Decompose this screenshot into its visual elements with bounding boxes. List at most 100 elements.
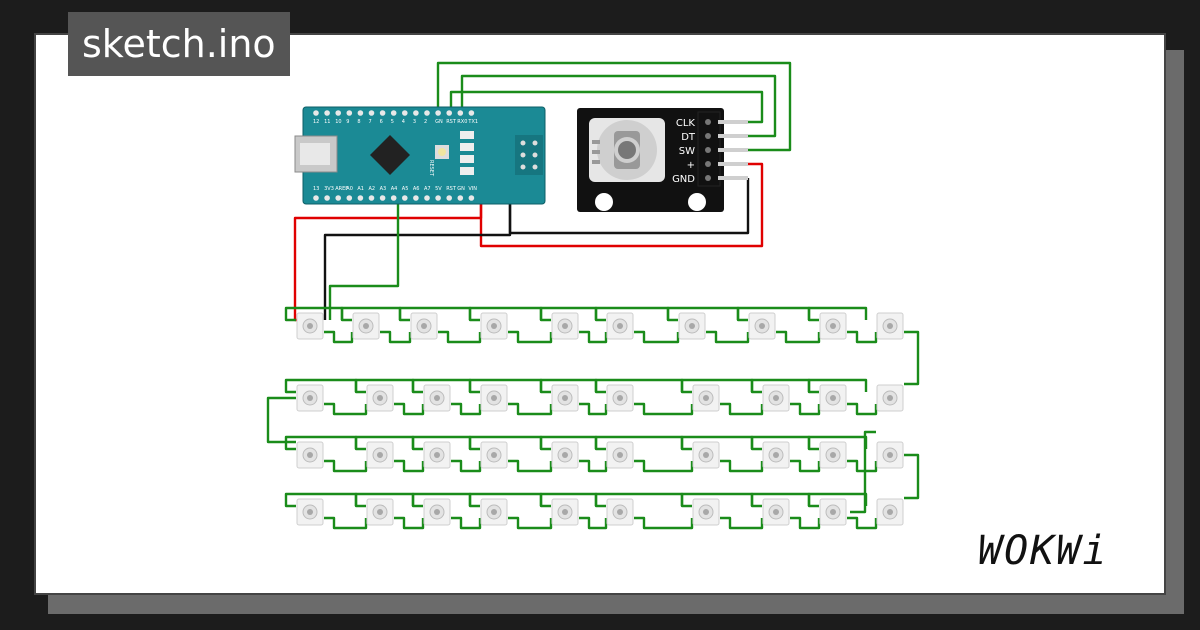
arduino-pin-3v3[interactable] <box>324 195 330 201</box>
arduino-pin-d2[interactable] <box>424 110 430 116</box>
wire-led-chain[interactable] <box>790 402 821 416</box>
neopixel-led[interactable] <box>748 312 776 340</box>
wire-sw[interactable] <box>436 61 792 152</box>
arduino-pin-a7[interactable] <box>424 195 430 201</box>
arduino-pin-d3[interactable] <box>413 110 419 116</box>
neopixel-led[interactable] <box>296 441 324 469</box>
wire-led-chain[interactable] <box>720 402 764 416</box>
wire-led-chain[interactable] <box>634 330 680 344</box>
arduino-pin-d7[interactable] <box>368 110 375 116</box>
neopixel-led[interactable] <box>296 312 324 340</box>
neopixel-led[interactable] <box>606 441 634 469</box>
wire-led-chain[interactable] <box>579 516 608 530</box>
neopixel-led[interactable] <box>876 312 904 340</box>
wire-led-chain[interactable] <box>508 459 553 473</box>
arduino-pin-gnd[interactable] <box>435 110 441 116</box>
encoder-pin-gnd[interactable] <box>718 176 748 180</box>
neopixel-led[interactable] <box>366 384 394 412</box>
neopixel-led[interactable] <box>410 312 438 340</box>
encoder-pin-dt[interactable] <box>718 134 748 138</box>
neopixel-led[interactable] <box>551 312 579 340</box>
neopixel-led[interactable] <box>692 384 720 412</box>
arduino-pin-5v[interactable] <box>435 195 441 201</box>
arduino-pin-d11[interactable] <box>324 110 330 116</box>
wire-led-chain[interactable] <box>706 330 750 344</box>
neopixel-led[interactable] <box>819 384 847 412</box>
neopixel-led[interactable] <box>480 498 508 526</box>
wire-led-chain[interactable] <box>579 402 608 416</box>
arduino-pin-rst[interactable] <box>446 110 453 116</box>
wire-led-chain[interactable] <box>451 516 482 530</box>
neopixel-led[interactable] <box>876 384 904 412</box>
arduino-pin-a2[interactable] <box>368 195 375 201</box>
neopixel-led[interactable] <box>678 312 706 340</box>
wire-led-chain[interactable] <box>451 459 482 473</box>
wire-led-chain[interactable] <box>380 330 412 344</box>
wire-led-chain[interactable] <box>634 516 694 530</box>
arduino-pin-d4[interactable] <box>402 110 408 116</box>
arduino-pin-rst[interactable] <box>446 195 453 201</box>
neopixel-led[interactable] <box>762 441 790 469</box>
arduino-pin-a1[interactable] <box>357 195 364 201</box>
neopixel-led[interactable] <box>480 384 508 412</box>
wire-led-chain[interactable] <box>790 459 821 473</box>
wire-led-chain[interactable] <box>324 402 368 416</box>
wire-led-chain[interactable] <box>720 459 764 473</box>
arduino-pin-d12[interactable] <box>313 110 319 116</box>
wire-led-chain[interactable] <box>807 378 868 394</box>
neopixel-led[interactable] <box>692 441 720 469</box>
encoder-pin-vcc[interactable] <box>718 162 748 166</box>
wire-led-gnd[interactable] <box>323 198 512 320</box>
neopixel-led[interactable] <box>551 498 579 526</box>
arduino-pin-a0[interactable] <box>346 195 353 201</box>
sketch-filename[interactable]: sketch.ino <box>68 12 290 76</box>
wire-led-chain[interactable] <box>438 330 482 344</box>
neopixel-led[interactable] <box>692 498 720 526</box>
wire-led-chain[interactable] <box>394 459 425 473</box>
arduino-pin-d9[interactable] <box>346 110 353 116</box>
neopixel-led[interactable] <box>819 498 847 526</box>
wire-led-chain[interactable] <box>579 330 608 344</box>
neopixel-led[interactable] <box>606 384 634 412</box>
arduino-pin-d6[interactable] <box>379 110 386 116</box>
arduino-pin-a3[interactable] <box>379 195 386 201</box>
wire-led-chain[interactable] <box>634 459 694 473</box>
wire-led-chain[interactable] <box>324 459 368 473</box>
wire-led-chain[interactable] <box>508 516 553 530</box>
wire-led-chain[interactable] <box>394 402 425 416</box>
neopixel-led[interactable] <box>366 441 394 469</box>
arduino-pin-rx0[interactable] <box>457 110 464 116</box>
encoder-pin-sw[interactable] <box>718 148 748 152</box>
wire-clk[interactable] <box>449 90 764 124</box>
arduino-pin-a6[interactable] <box>413 195 419 201</box>
wire-row-link[interactable] <box>850 430 876 514</box>
neopixel-led[interactable] <box>819 312 847 340</box>
wire-led-chain[interactable] <box>324 516 368 530</box>
neopixel-led[interactable] <box>480 441 508 469</box>
wire-led-chain[interactable] <box>790 516 821 530</box>
encoder-pin-clk[interactable] <box>718 120 748 124</box>
wire-led-chain[interactable] <box>720 516 764 530</box>
wire-led-chain[interactable] <box>776 330 821 344</box>
arduino-pin-d10[interactable] <box>335 110 342 116</box>
neopixel-led[interactable] <box>423 384 451 412</box>
wire-led-chain[interactable] <box>847 330 878 344</box>
neopixel-led[interactable] <box>423 498 451 526</box>
wire-led-chain[interactable] <box>807 306 868 322</box>
arduino-pin-d13[interactable] <box>313 195 319 201</box>
neopixel-led[interactable] <box>606 498 634 526</box>
wire-encoder-vcc[interactable] <box>479 162 764 248</box>
neopixel-led[interactable] <box>551 441 579 469</box>
arduino-pin-aref[interactable] <box>335 195 342 201</box>
neopixel-led[interactable] <box>606 312 634 340</box>
wire-led-chain[interactable] <box>508 330 553 344</box>
neopixel-led[interactable] <box>423 441 451 469</box>
wire-led-chain[interactable] <box>451 402 482 416</box>
wire-dt[interactable] <box>460 74 777 138</box>
arduino-pin-tx1[interactable] <box>468 110 475 116</box>
arduino-pin-vin[interactable] <box>468 195 475 201</box>
arduino-pin-d5[interactable] <box>390 110 397 116</box>
arduino-pin-a5[interactable] <box>402 195 408 201</box>
